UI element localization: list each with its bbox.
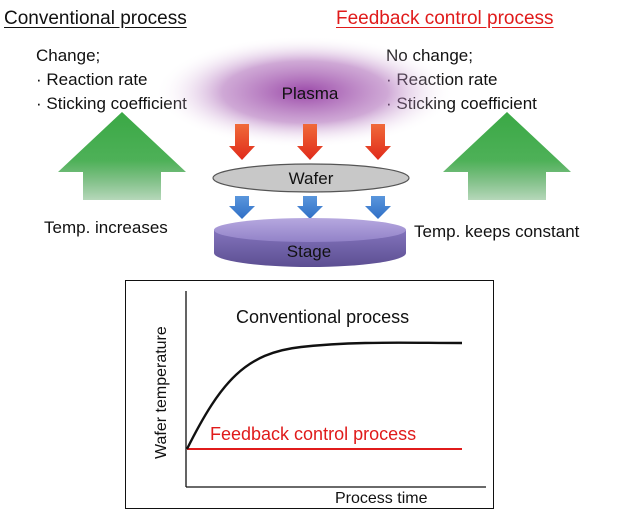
plasma-cloud [155, 36, 455, 148]
feedback-curve-label: Feedback control process [210, 424, 416, 444]
left-change-label: Change; [36, 46, 101, 65]
left-item-sticking-coefficient: · Sticking coefficient [36, 94, 187, 113]
right-temp-label: Temp. keeps constant [414, 222, 580, 241]
blue-down-arrow-2 [297, 196, 323, 219]
red-down-arrow-2 [297, 124, 323, 160]
y-axis-label: Wafer temperature [153, 326, 170, 459]
left-heading: Conventional process [4, 8, 187, 29]
plasma-label: Plasma [282, 84, 339, 103]
x-axis-label: Process time [335, 490, 428, 507]
conventional-curve-label: Conventional process [236, 307, 409, 327]
right-heading: Feedback control process [336, 8, 554, 29]
left-temp-up-arrow [58, 112, 186, 200]
temperature-graph: Conventional process Feedback control pr… [125, 280, 494, 509]
red-down-arrow-3 [365, 124, 391, 160]
right-temp-up-arrow [443, 112, 571, 200]
left-temp-label: Temp. increases [44, 218, 168, 237]
blue-down-arrow-3 [365, 196, 391, 219]
red-down-arrow-1 [229, 124, 255, 160]
conventional-curve [185, 341, 463, 450]
left-item-reaction-rate: · Reaction rate [36, 70, 148, 89]
stage-top [214, 218, 406, 242]
wafer-label: Wafer [289, 169, 334, 188]
wafer-disc [212, 163, 410, 193]
graph-canvas: Conventional process Feedback control pr… [153, 291, 486, 507]
blue-down-arrow-1 [229, 196, 255, 219]
stage-label: Stage [287, 242, 331, 261]
